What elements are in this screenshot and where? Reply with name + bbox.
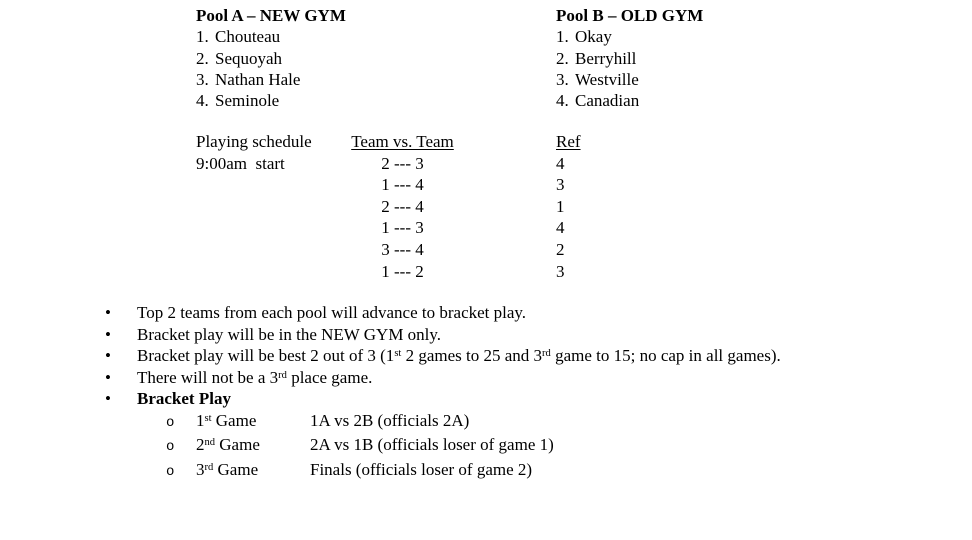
team-name: Sequoyah [215,48,283,68]
ordinal-superscript: nd [204,437,216,449]
list-number: 4. [556,91,569,111]
ref-row: 1 [556,196,565,216]
list-number: 4. [196,91,209,111]
bullet-text: Bracket play will be in the NEW GYM only… [137,324,442,344]
match-row: 1 --- 2 [381,261,424,281]
ref-row: 2 [556,239,565,259]
ref-header-text: Ref [556,132,581,151]
pool-b-team-row: 2. Berryhill [556,48,703,69]
pool-a-section: Pool A – NEW GYM 1. Chouteau 2. Sequoyah 3… [196,5,346,111]
ordinal-superscript: st [394,348,402,360]
ref-row: 3 [556,175,565,195]
pool-b-title: Pool B – OLD GYM [556,6,704,25]
game-description: 1A vs 2B (officials 2A) [310,410,470,430]
bullet-icon: • [105,324,111,344]
circle-bullet-icon: o [166,463,175,480]
rules-notes-section: • Top 2 teams from each pool will advance… [105,302,781,483]
game-label: 1st Game [196,410,310,432]
game-description: 2A vs 1B (officials loser of game 1) [310,435,554,454]
bullet-text-segment: game to 15; no cap in all games). [550,346,781,365]
game-word: Game [213,459,259,479]
bullet-text-segment: 2 games to 25 and 3 [401,346,543,365]
game-label: 3rd Game [196,459,310,481]
schedule-label-column: Playing schedule 9:00am start [196,131,312,174]
ref-row: 4 [556,218,565,238]
bullet-line: • Bracket Play [105,388,781,410]
game-word: Game [215,435,260,454]
pool-b-team-row: 3. Westville [556,69,703,90]
bullet-text-segment: There will not be a 3 [137,367,279,387]
game-number: 3 [196,459,205,479]
game-number: 1 [196,410,205,430]
bullet-text-segment: Bracket play will be best 2 out of 3 (1 [137,346,395,365]
team-name: Nathan Hale [215,69,301,89]
list-number: 2. [196,48,209,68]
schedule-title: Playing schedule [196,132,312,151]
pool-a-team-row: 1. Chouteau [196,26,346,47]
bullet-line: • Top 2 teams from each pool will advance… [105,302,781,324]
team-name: Canadian [575,91,640,111]
ref-column-header: Ref [556,131,581,153]
circle-bullet-icon: o [166,414,175,431]
pool-b-team-row: 4. Canadian [556,90,703,111]
list-number: 3. [196,69,209,89]
match-row: 1 --- 4 [381,175,424,195]
game-number: 2 [196,435,205,454]
ordinal-superscript: rd [204,461,214,473]
list-number: 2. [556,48,569,68]
bullet-text-segment: place game. [286,367,373,387]
pool-a-team-row: 2. Sequoyah [196,48,346,69]
bullet-text: Bracket play will be best 2 out of 3 (1s… [137,346,781,365]
game-label: 2nd Game [196,434,310,456]
ref-row: 3 [556,261,565,281]
list-number: 1. [196,27,209,47]
team-name: Okay [575,27,612,47]
bullet-icon: • [105,303,111,322]
match-row: 2 --- 4 [381,196,424,216]
bullet-text: There will not be a 3rd place game. [137,368,372,387]
bullet-icon: • [105,389,111,408]
team-name: Chouteau [215,27,281,47]
team-name: Berryhill [575,48,637,68]
ref-row: 4 [556,153,565,173]
bullet-icon: • [105,367,111,387]
pool-a-team-row: 3. Nathan Hale [196,69,346,90]
bullet-line: • Bracket play will be best 2 out of 3 (1… [105,345,781,367]
team-name: Seminole [215,91,280,111]
list-number: 3. [556,69,569,89]
schedule-ref-column: Ref 4 3 1 4 2 3 [556,131,581,282]
matches-header-text: Team vs. Team [351,132,454,151]
bullet-icon: • [105,346,111,365]
match-row: 3 --- 4 [381,239,424,259]
ordinal-superscript: rd [542,348,551,360]
ordinal-superscript: rd [278,369,287,381]
team-name: Westville [575,69,639,89]
schedule-matches-column: Team vs. Team 2 --- 3 1 --- 4 2 --- 4 1 … [345,131,460,282]
match-row: 1 --- 3 [381,218,424,238]
matches-column-header: Team vs. Team [345,131,460,153]
circle-bullet-icon: o [166,439,175,455]
bracket-play-heading: Bracket Play [137,389,231,408]
bullet-line: • Bracket play will be in the NEW GYM onl… [105,324,781,346]
schedule-start-time: 9:00am start [196,153,285,173]
pool-a-title: Pool A – NEW GYM [196,6,346,25]
pool-b-team-row: 1. Okay [556,26,703,47]
match-row: 2 --- 3 [381,153,424,173]
pool-b-section: Pool B – OLD GYM 1. Okay 2. Berryhill 3. We… [556,5,703,111]
pool-a-team-row: 4. Seminole [196,90,346,111]
bullet-text: Top 2 teams from each pool will advance … [137,303,527,322]
game-word: Game [211,410,257,430]
ordinal-superscript: st [204,412,212,424]
game-description: Finals (officials loser of game 2) [310,459,533,479]
list-number: 1. [556,27,569,47]
bullet-line: • There will not be a 3rd place game. [105,367,781,389]
